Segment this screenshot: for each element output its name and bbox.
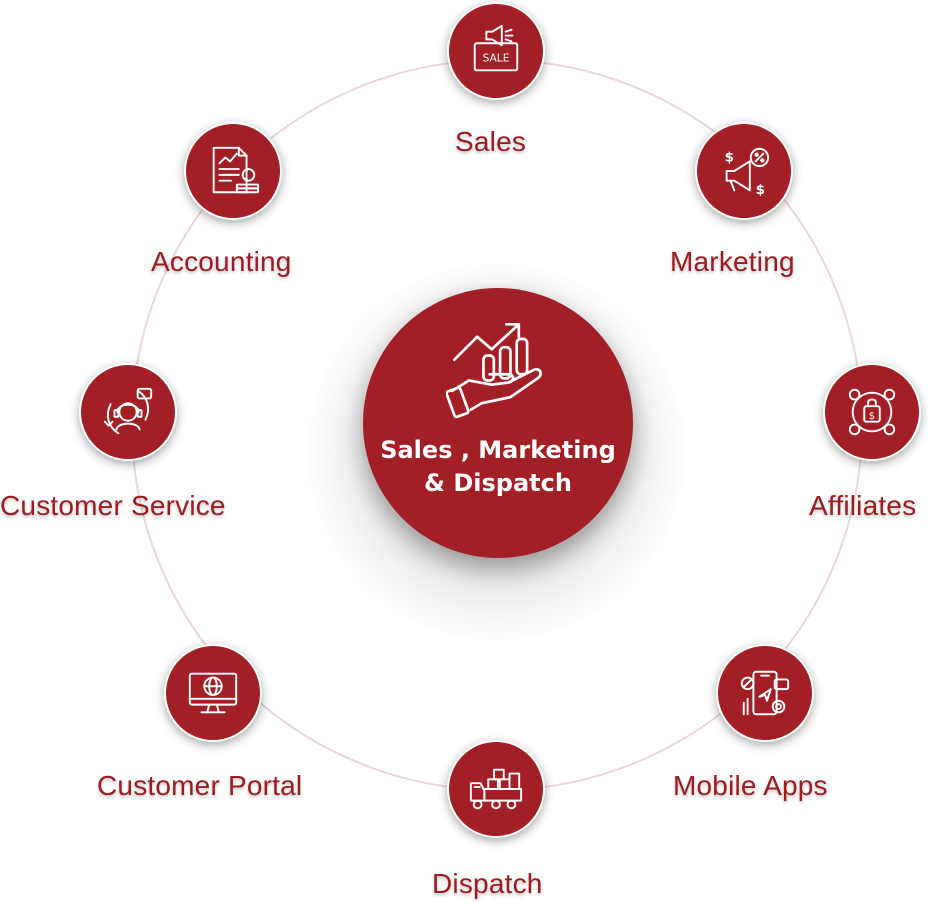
node-affiliates[interactable]: $ — [823, 363, 921, 461]
center-title: Sales , Marketing & Dispatch — [368, 434, 628, 500]
mobile-app-icon — [740, 670, 790, 716]
label-affiliates: Affiliates — [809, 490, 917, 521]
svg-text:$: $ — [725, 149, 734, 165]
node-mobile-apps[interactable] — [716, 644, 814, 742]
node-sales[interactable]: SALE — [447, 2, 545, 100]
node-customer-portal[interactable] — [164, 644, 262, 742]
growth-hand-icon — [446, 322, 542, 419]
node-customer-service[interactable] — [79, 363, 177, 461]
label-accounting: Accounting — [151, 246, 292, 277]
sale-badge-text: SALE — [483, 52, 510, 65]
delivery-truck-icon — [469, 768, 523, 810]
node-accounting[interactable] — [184, 122, 282, 220]
node-marketing[interactable]: $ $ — [695, 122, 793, 220]
marketing-megaphone-icon: $ $ — [725, 147, 770, 198]
center-title-line2: & Dispatch — [424, 469, 572, 497]
node-dispatch[interactable] — [447, 740, 545, 838]
center-title-line1: Sales , Marketing — [380, 436, 616, 464]
label-customer-service: Customer Service — [0, 490, 226, 521]
center-hub: Sales , Marketing & Dispatch — [363, 288, 633, 558]
affiliate-network-icon: $ — [848, 388, 896, 436]
label-mobile-apps: Mobile Apps — [673, 770, 828, 801]
support-agent-icon — [103, 387, 153, 435]
svg-text:$: $ — [756, 182, 765, 198]
label-customer-portal: Customer Portal — [97, 770, 303, 801]
label-sales: Sales — [455, 126, 527, 157]
accounting-document-icon — [212, 146, 260, 194]
sale-megaphone-icon: SALE — [473, 24, 519, 72]
svg-text:$: $ — [869, 411, 875, 422]
label-dispatch: Dispatch — [432, 868, 543, 899]
label-marketing: Marketing — [670, 246, 795, 277]
web-portal-icon — [188, 672, 238, 714]
